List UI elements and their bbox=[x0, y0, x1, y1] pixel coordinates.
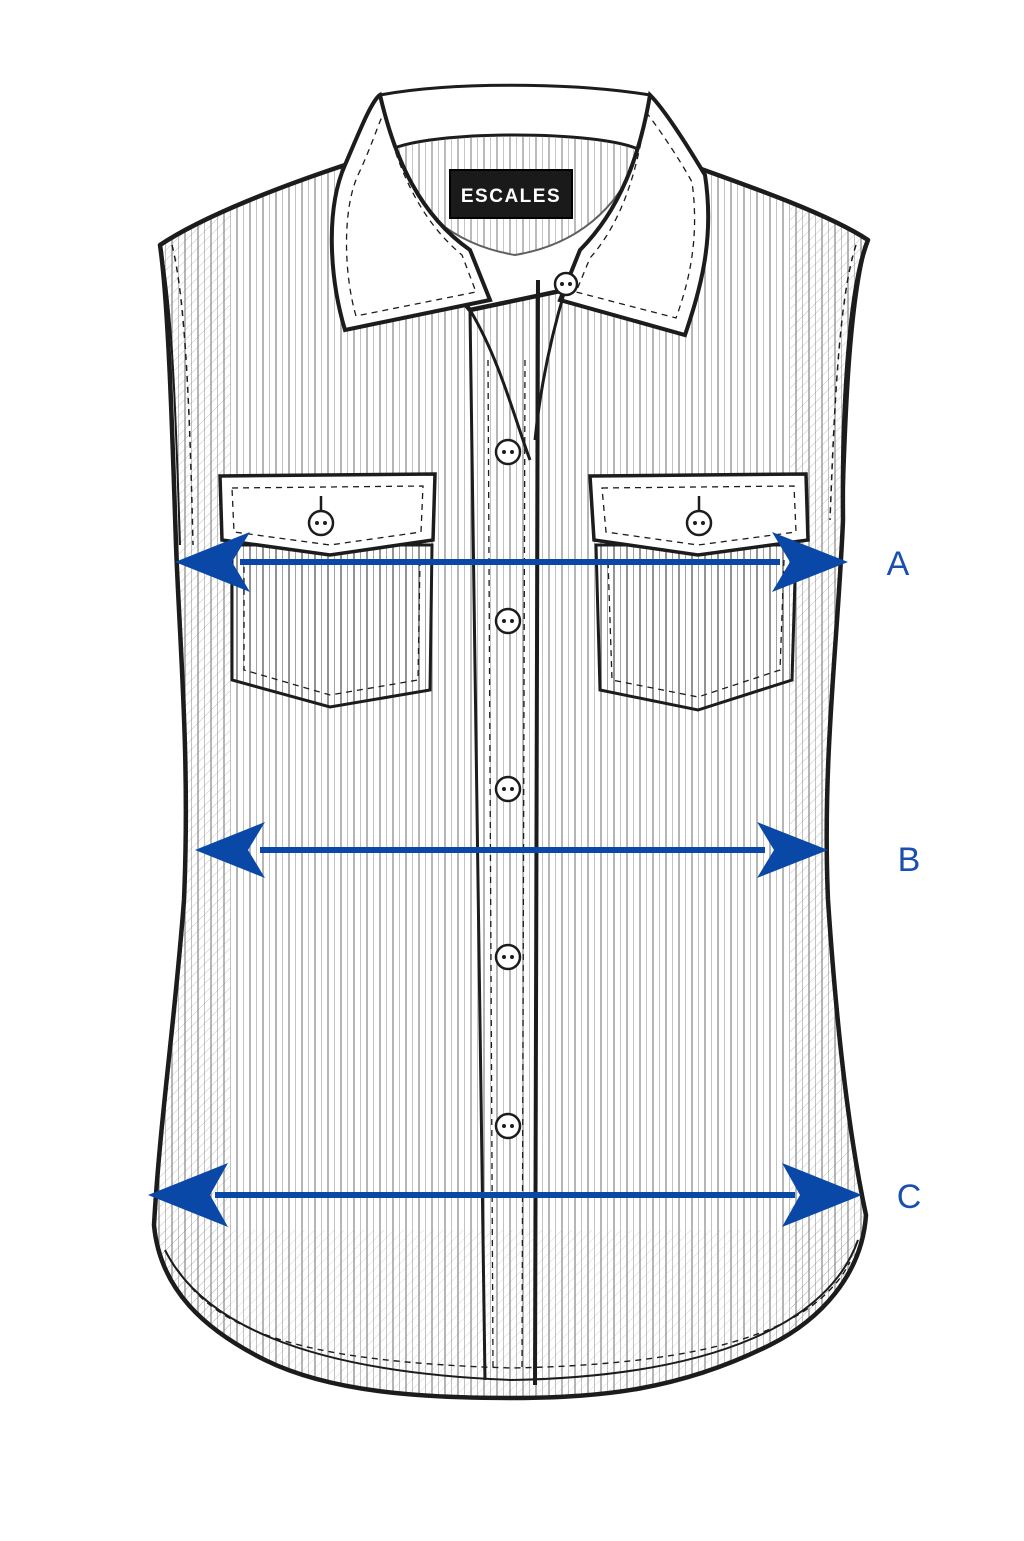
arrowhead-right-icon bbox=[757, 822, 828, 878]
pocket-button-icon bbox=[685, 496, 713, 537]
arrowhead-right-icon bbox=[772, 532, 848, 592]
collar bbox=[329, 83, 711, 338]
button-icon bbox=[553, 271, 579, 297]
brand-label-text: ESCALES bbox=[461, 186, 561, 207]
right-chest-pocket bbox=[588, 472, 810, 712]
button-icon bbox=[494, 775, 522, 803]
measurement-waist: B bbox=[195, 822, 920, 879]
button-icon bbox=[494, 1112, 522, 1140]
measurement-label-a: A bbox=[887, 545, 910, 583]
arrowhead-left-icon bbox=[195, 822, 265, 878]
measurement-label-c: C bbox=[897, 1178, 922, 1216]
left-chest-pocket bbox=[218, 472, 437, 709]
arrowhead-left-icon bbox=[148, 1163, 228, 1227]
button-icon bbox=[494, 943, 522, 971]
arrowhead-right-icon bbox=[782, 1163, 862, 1227]
measurement-chest: A bbox=[175, 532, 910, 592]
button-icon bbox=[494, 438, 522, 466]
buttons bbox=[494, 271, 579, 1140]
measurement-hem: C bbox=[148, 1163, 921, 1227]
measurement-label-b: B bbox=[898, 841, 921, 879]
brand-label: ESCALES bbox=[449, 169, 573, 219]
arrowhead-left-icon bbox=[175, 532, 250, 592]
pocket-button-icon bbox=[307, 496, 335, 537]
button-icon bbox=[494, 607, 522, 635]
button-placket bbox=[468, 279, 567, 1386]
